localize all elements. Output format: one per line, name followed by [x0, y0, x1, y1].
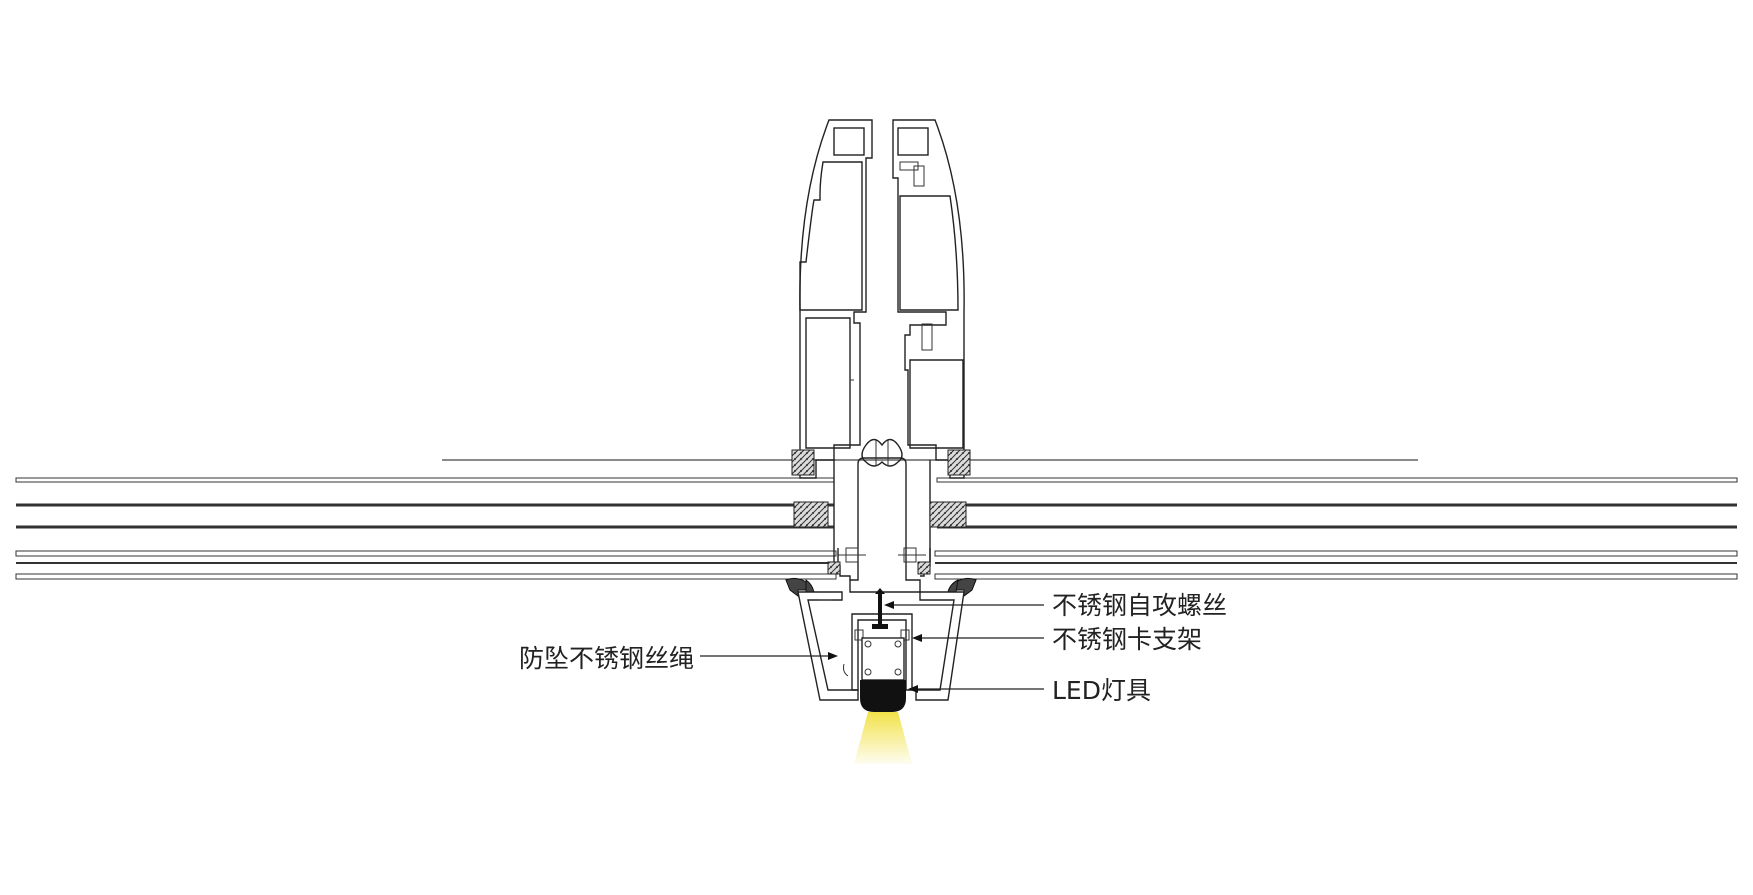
- label-rope: 防坠不锈钢丝绳: [519, 644, 694, 673]
- leader-lines: [700, 601, 1044, 693]
- screw: [872, 588, 888, 629]
- led-lens: [860, 680, 906, 712]
- mullion-profile-right: [892, 119, 965, 479]
- gaskets: [791, 449, 971, 575]
- glass-panel-left: [15, 477, 837, 580]
- led-fixture: [843, 637, 906, 712]
- gasket-bottom-left: [827, 561, 841, 575]
- gasket-top-right: [947, 449, 971, 476]
- spacer-right: [929, 501, 967, 528]
- mullion-stem: [833, 457, 931, 593]
- spacer-left: [793, 501, 829, 528]
- light-beam-icon: [854, 712, 912, 764]
- glass-panel-right: [934, 477, 1738, 580]
- label-led: LED灯具: [1052, 676, 1151, 705]
- trim-cover: [797, 591, 965, 701]
- bracket: [851, 613, 913, 691]
- label-screw: 不锈钢自攻螺丝: [1052, 591, 1227, 620]
- center-seal: [861, 438, 903, 467]
- mullion-profile-left: [799, 119, 873, 479]
- gasket-top-left: [791, 449, 815, 476]
- gasket-bottom-right: [917, 561, 931, 575]
- label-bracket: 不锈钢卡支架: [1052, 625, 1202, 654]
